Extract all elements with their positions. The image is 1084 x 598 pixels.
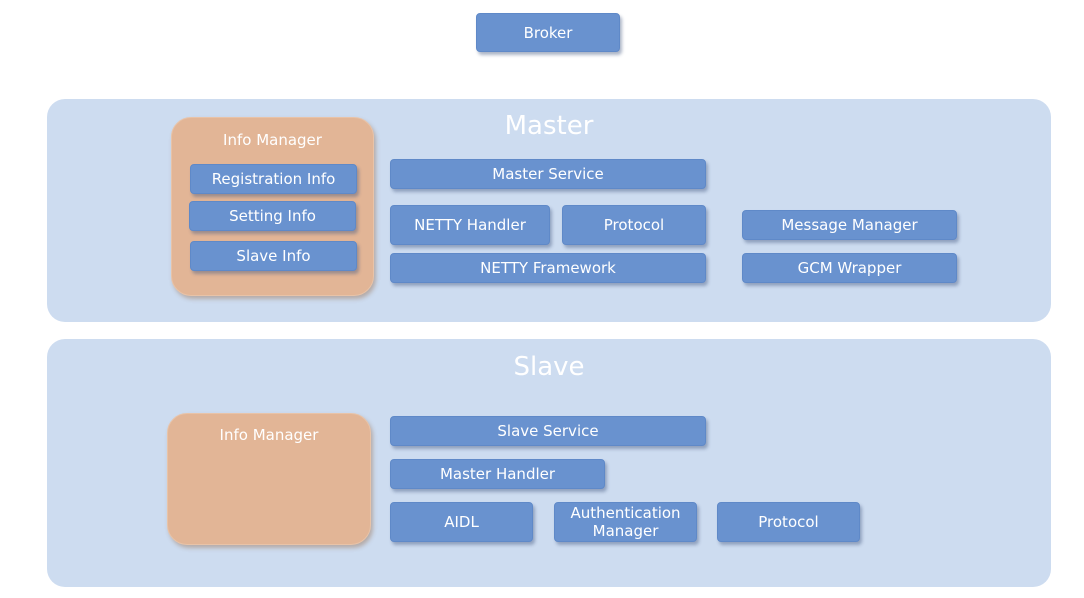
master-title: Master (504, 111, 594, 141)
broker-label: Broker (523, 23, 573, 42)
authentication-manager-box: Authentication Manager (554, 502, 697, 542)
netty-framework-label: NETTY Framework (480, 259, 616, 277)
netty-handler-box: NETTY Handler (390, 205, 550, 245)
netty-framework-box: NETTY Framework (390, 253, 706, 283)
slave-info-manager-title: Info Manager (219, 426, 319, 444)
slave-title: Slave (513, 352, 585, 382)
setting-info-label: Setting Info (229, 207, 316, 225)
gcm-wrapper-box: GCM Wrapper (742, 253, 957, 283)
master-protocol-label: Protocol (603, 216, 665, 234)
master-handler-label: Master Handler (439, 465, 556, 483)
netty-handler-label: NETTY Handler (414, 216, 526, 234)
master-handler-box: Master Handler (390, 459, 605, 489)
gcm-wrapper-label: GCM Wrapper (797, 259, 902, 277)
master-service-box: Master Service (390, 159, 706, 189)
slave-info-manager: Info Manager (167, 413, 371, 545)
setting-info-box: Setting Info (189, 201, 356, 231)
slave-protocol-box: Protocol (717, 502, 860, 542)
master-protocol-box: Protocol (562, 205, 706, 245)
aidl-box: AIDL (390, 502, 533, 542)
broker-box: Broker (476, 13, 620, 52)
slave-service-label: Slave Service (497, 422, 599, 440)
registration-info-box: Registration Info (190, 164, 357, 194)
authentication-manager-label: Authentication Manager (570, 504, 681, 540)
registration-info-label: Registration Info (211, 170, 336, 188)
slave-info-label: Slave Info (236, 247, 311, 265)
message-manager-box: Message Manager (742, 210, 957, 240)
master-info-manager-title: Info Manager (223, 131, 322, 149)
message-manager-label: Message Manager (781, 216, 918, 234)
master-service-label: Master Service (492, 165, 604, 183)
slave-info-box: Slave Info (190, 241, 357, 271)
aidl-label: AIDL (444, 513, 479, 531)
slave-service-box: Slave Service (390, 416, 706, 446)
slave-protocol-label: Protocol (758, 513, 819, 531)
